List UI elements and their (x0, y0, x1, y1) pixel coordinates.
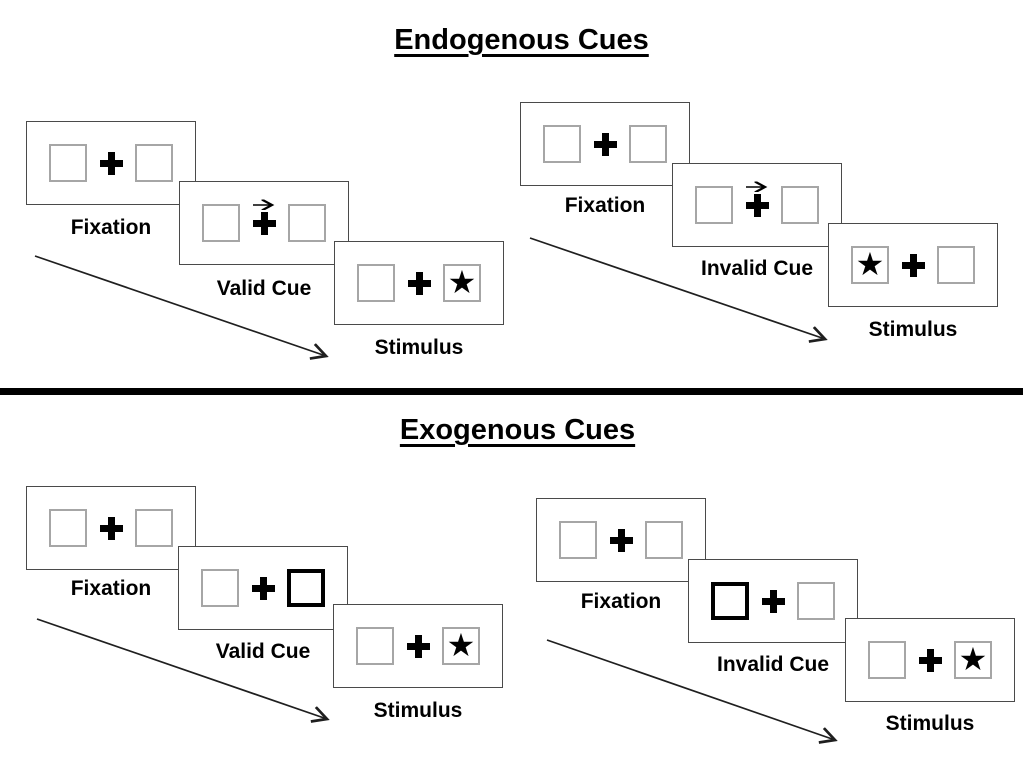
panel-endogenous-valid-stimulus: ★ (334, 241, 504, 325)
left-placeholder-box (49, 509, 87, 547)
panel-exogenous-valid-cue (178, 546, 348, 630)
left-placeholder-box (868, 641, 906, 679)
fixation-cross-icon (918, 648, 942, 672)
panel-exogenous-valid-stimulus: ★ (333, 604, 503, 688)
left-highlighted-cue-box (711, 582, 749, 620)
panel-label-fixation: Fixation (70, 577, 152, 600)
right-placeholder-box (288, 204, 326, 242)
fixation-cross-icon (252, 211, 276, 235)
star-icon: ★ (446, 627, 476, 663)
panel-endogenous-invalid-stimulus: ★ (828, 223, 998, 307)
panel-label-fixation: Fixation (564, 194, 646, 217)
panel-label-stimulus: Stimulus (373, 699, 463, 722)
timeline-arrow-exogenous-valid (36, 618, 327, 719)
left-placeholder-box (201, 569, 239, 607)
star-icon: ★ (855, 246, 885, 282)
fixation-cross-icon (99, 151, 123, 175)
right-placeholder-box (937, 246, 975, 284)
center-area (745, 193, 769, 217)
timeline-arrow-endogenous-invalid (529, 237, 825, 339)
panel-label-invalid-cue: Invalid Cue (700, 257, 814, 280)
fixation-cross-icon (761, 589, 785, 613)
star-icon: ★ (447, 264, 477, 300)
panel-endogenous-valid-cue (179, 181, 349, 265)
panel-label-fixation: Fixation (70, 216, 152, 239)
section-title-endogenous: Endogenous Cues (394, 24, 649, 56)
center-area (407, 271, 431, 295)
center-area (406, 634, 430, 658)
panel-label-valid-cue: Valid Cue (216, 277, 312, 300)
right-target-box: ★ (442, 627, 480, 665)
panel-exogenous-valid-fixation (26, 486, 196, 570)
section-title-exogenous: Exogenous Cues (399, 414, 636, 446)
panel-exogenous-invalid-cue (688, 559, 858, 643)
star-icon: ★ (958, 641, 988, 677)
right-placeholder-box (797, 582, 835, 620)
right-target-box: ★ (443, 264, 481, 302)
right-placeholder-box (135, 144, 173, 182)
panel-label-stimulus: Stimulus (868, 318, 958, 341)
left-target-box: ★ (851, 246, 889, 284)
fixation-cross-icon (407, 271, 431, 295)
fixation-cross-icon (406, 634, 430, 658)
fixation-cross-icon (901, 253, 925, 277)
panel-endogenous-invalid-fixation (520, 102, 690, 186)
cue-right-arrow-icon (746, 180, 771, 192)
panel-label-stimulus: Stimulus (885, 712, 975, 735)
section-divider (0, 388, 1023, 395)
cue-right-arrow-icon (253, 198, 278, 210)
left-placeholder-box (49, 144, 87, 182)
right-highlighted-cue-box (287, 569, 325, 607)
right-placeholder-box (135, 509, 173, 547)
left-placeholder-box (202, 204, 240, 242)
center-area (99, 516, 123, 540)
panel-exogenous-invalid-fixation (536, 498, 706, 582)
center-area (901, 253, 925, 277)
center-area (593, 132, 617, 156)
left-placeholder-box (357, 264, 395, 302)
right-placeholder-box (629, 125, 667, 163)
panel-exogenous-invalid-stimulus: ★ (845, 618, 1015, 702)
fixation-cross-icon (251, 576, 275, 600)
fixation-cross-icon (609, 528, 633, 552)
fixation-cross-icon (99, 516, 123, 540)
center-area (251, 576, 275, 600)
right-target-box: ★ (954, 641, 992, 679)
center-area (761, 589, 785, 613)
panel-endogenous-invalid-cue (672, 163, 842, 247)
panel-label-stimulus: Stimulus (374, 336, 464, 359)
left-placeholder-box (695, 186, 733, 224)
center-area (252, 211, 276, 235)
center-area (609, 528, 633, 552)
fixation-cross-icon (593, 132, 617, 156)
fixation-cross-icon (745, 193, 769, 217)
panel-label-invalid-cue: Invalid Cue (716, 653, 830, 676)
panel-endogenous-valid-fixation (26, 121, 196, 205)
center-area (918, 648, 942, 672)
left-placeholder-box (543, 125, 581, 163)
center-area (99, 151, 123, 175)
panel-label-fixation: Fixation (580, 590, 662, 613)
right-placeholder-box (781, 186, 819, 224)
panel-label-valid-cue: Valid Cue (215, 640, 311, 663)
left-placeholder-box (356, 627, 394, 665)
left-placeholder-box (559, 521, 597, 559)
right-placeholder-box (645, 521, 683, 559)
timeline-arrow-endogenous-valid (34, 255, 326, 356)
